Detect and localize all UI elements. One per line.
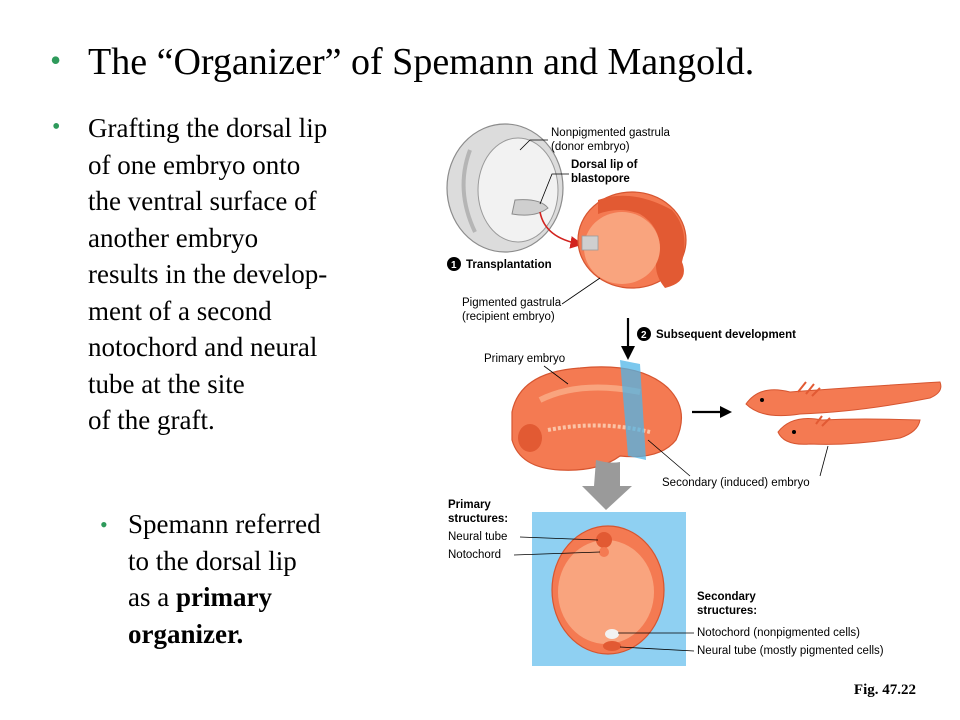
- donor-label-2: (donor embryo): [551, 141, 630, 153]
- paragraph-line: another embryo: [88, 222, 259, 253]
- secondary-structures-heading-1: Secondary: [697, 591, 756, 603]
- dorsal-lip-label-1: Dorsal lip of: [571, 159, 638, 171]
- notochord-label: Notochord: [448, 549, 501, 561]
- paragraph-bullet: •: [52, 114, 61, 140]
- result-arrowhead: [720, 406, 732, 418]
- primary-embryo-leader: [543, 365, 569, 385]
- transplant-arrow: [539, 211, 584, 249]
- recipient-label-1: Pigmented gastrula: [462, 297, 562, 309]
- main-paragraph: Grafting the dorsal lip of one embryo on…: [88, 110, 327, 439]
- title-bullet: •: [50, 42, 62, 78]
- secondary-neural-tube-leader: [619, 646, 695, 652]
- secondary-embryo-leader-2: [819, 445, 829, 477]
- step2-label: Subsequent development: [656, 329, 796, 341]
- step1-badge: [447, 257, 461, 271]
- secondary-neural-tube-label: Neural tube (mostly pigmented cells): [697, 645, 884, 657]
- sub-line: to the dorsal lip: [128, 545, 297, 576]
- secondary-embryo-leader: [647, 439, 691, 477]
- cross-section: [551, 525, 665, 655]
- paragraph-line: notochord and neural: [88, 332, 318, 362]
- paragraph-line: Grafting the dorsal lip: [88, 113, 328, 143]
- donor-leader: [519, 139, 548, 151]
- sub-line: as a primary: [128, 579, 321, 616]
- twin-embryos: [745, 381, 942, 445]
- page-title: The “Organizer” of Spemann and Mangold.: [88, 41, 755, 83]
- sub-line: Spemann referred: [128, 509, 321, 539]
- primary-term: primary: [175, 582, 272, 612]
- donor-gastrula: [446, 123, 564, 253]
- sub-line-lead: as a: [128, 582, 176, 612]
- recipient-label-2: (recipient embryo): [462, 311, 555, 323]
- neural-tube-label: Neural tube: [448, 531, 507, 543]
- neural-tube-leader: [519, 536, 599, 541]
- secondary-notochord-label: Notochord (nonpigmented cells): [697, 627, 860, 639]
- paragraph-line: tube at the site: [88, 368, 245, 399]
- recipient-gastrula: [577, 191, 687, 289]
- step2-arrowhead: [621, 346, 635, 360]
- sub-paragraph: Spemann referred to the dorsal lip as a …: [128, 506, 321, 652]
- step1-label: Transplantation: [466, 259, 552, 271]
- step2-number: 2: [641, 330, 647, 341]
- primary-embryo: [511, 366, 683, 471]
- primary-structures-heading-1: Primary: [448, 499, 491, 511]
- organizer-term: organizer.: [128, 618, 244, 649]
- primary-embryo-label: Primary embryo: [484, 353, 565, 365]
- paragraph-line: the ventral surface of: [88, 186, 317, 216]
- section-arrow: [582, 460, 632, 510]
- secondary-structures-heading-2: structures:: [697, 605, 757, 617]
- paragraph-line: results in the develop-: [88, 259, 328, 289]
- donor-label-1: Nonpigmented gastrula: [551, 127, 671, 139]
- primary-structures-heading-2: structures:: [448, 513, 508, 525]
- paragraph-line: of one embryo onto: [88, 149, 301, 180]
- secondary-embryo-label: Secondary (induced) embryo: [662, 477, 810, 489]
- dorsal-lip-leader: [539, 173, 569, 205]
- recipient-leader: [561, 277, 601, 305]
- paragraph-line: ment of a second: [88, 295, 272, 326]
- section-plane: [620, 360, 646, 460]
- dorsal-lip-label-2: blastopore: [571, 173, 630, 185]
- paragraph-line: of the graft.: [88, 405, 215, 435]
- notochord-leader: [513, 551, 601, 556]
- step1-number: 1: [451, 260, 457, 271]
- sub-bullet: •: [100, 512, 108, 537]
- figure-caption: Fig. 47.22: [853, 682, 916, 698]
- step2-badge: [637, 327, 651, 341]
